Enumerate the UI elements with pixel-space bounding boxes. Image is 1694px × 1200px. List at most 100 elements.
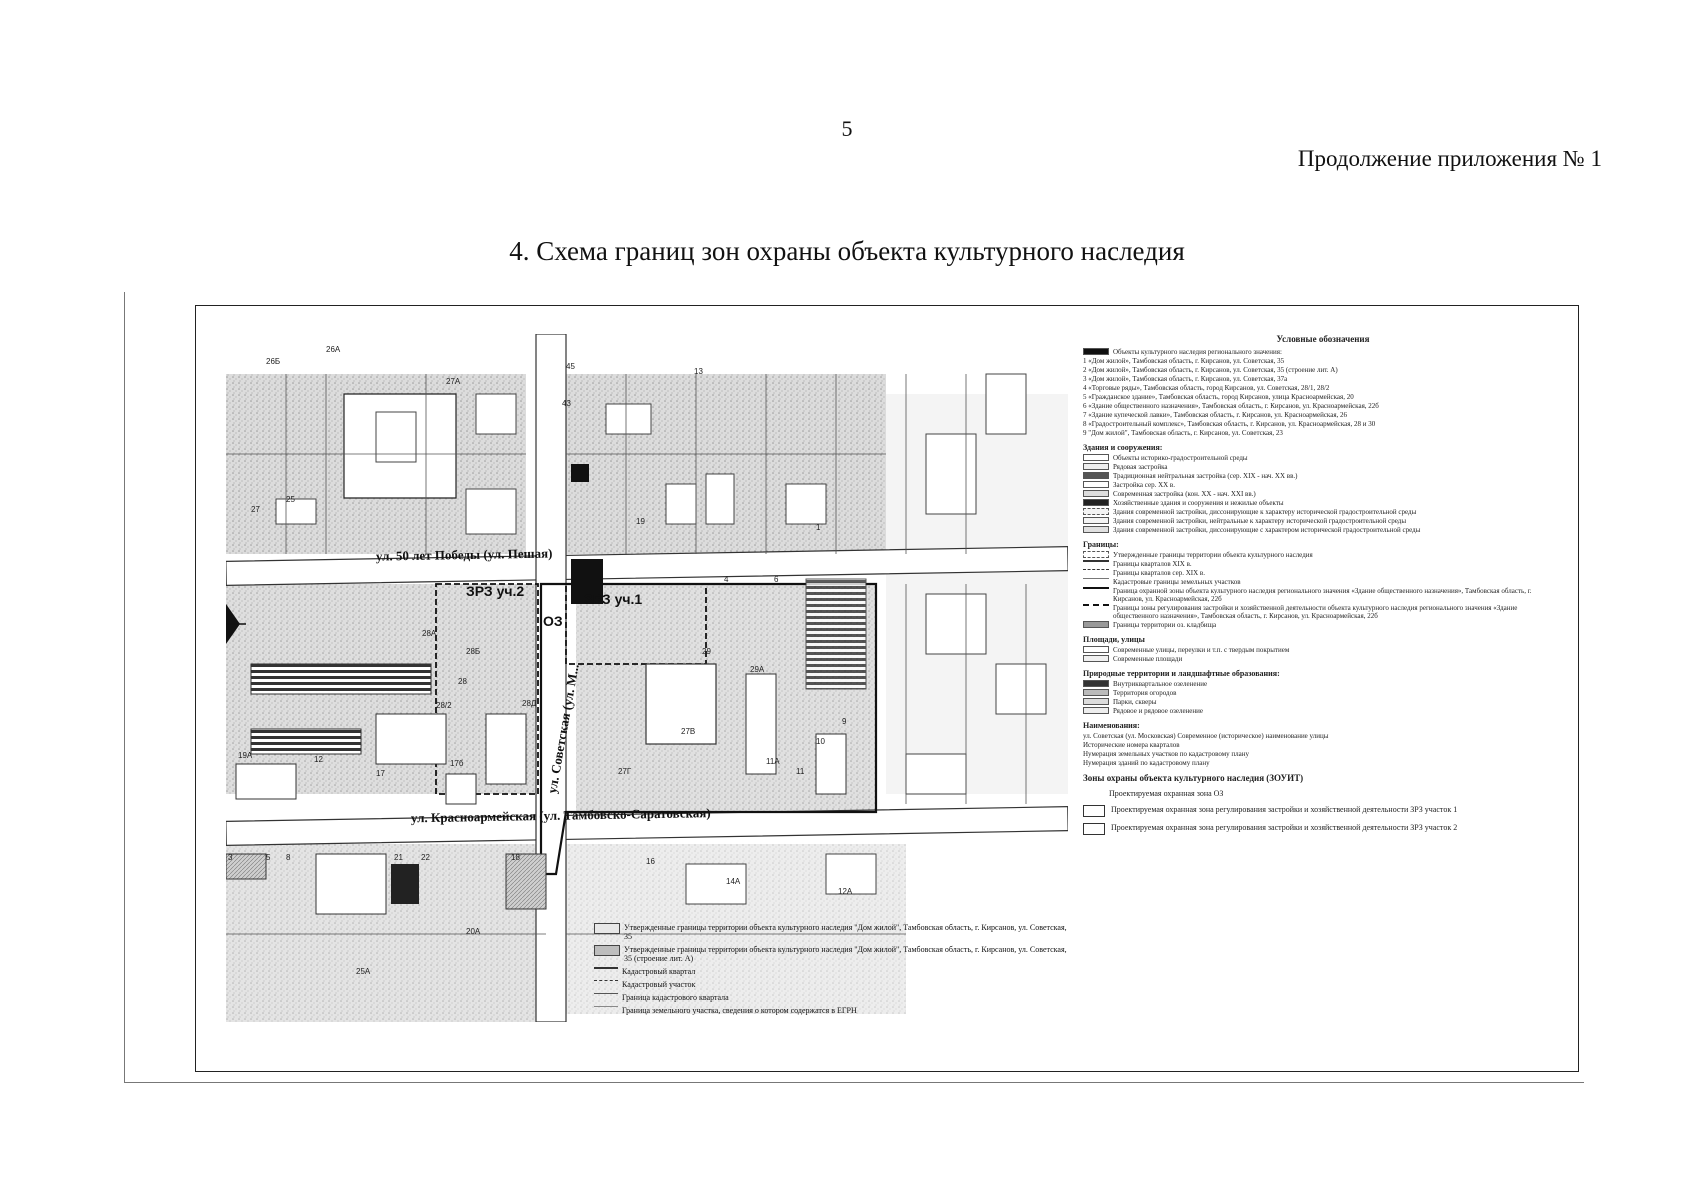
heritage-object-dark xyxy=(391,864,419,904)
building-rows xyxy=(805,578,867,690)
zone-label-zrz2: ЗРЗ уч.2 xyxy=(466,583,524,599)
parcel-number: 29А xyxy=(750,665,765,674)
legend-text: Хозяйственные здания и сооружения и нежи… xyxy=(1113,499,1284,507)
legend-item: Внутриквартальное озеленение xyxy=(1083,680,1563,688)
legend-item: Кадастровые границы земельных участков xyxy=(1083,578,1563,586)
legend-swatch xyxy=(1083,698,1109,705)
parcel-number: 11 xyxy=(796,767,805,776)
parcel-number: 19А xyxy=(238,751,253,760)
inset-legend-text: Кадастровый участок xyxy=(622,980,696,989)
legend-swatch xyxy=(1083,707,1109,714)
zone-map: ул. 50 лет Победы (ул. Пешая) ул. Красно… xyxy=(226,334,1068,1022)
legend-text: 2 «Дом жилой», Тамбовская область, г. Ки… xyxy=(1083,366,1338,374)
legend-heading: Природные территории и ландшафтные образ… xyxy=(1083,669,1280,678)
legend-item: Парки, скверы xyxy=(1083,698,1563,706)
inset-legend-item: Граница кадастрового квартала xyxy=(594,993,1074,1002)
building xyxy=(785,483,827,525)
legend-swatch xyxy=(1083,646,1109,653)
legend-text: Современные улицы, переулки и т.п. с тве… xyxy=(1113,646,1290,654)
map-canvas: ул. 50 лет Победы (ул. Пешая) ул. Красно… xyxy=(226,334,1068,1022)
legend-text: Рядовое и рядовое озеленение xyxy=(1113,707,1204,715)
legend-object: 6 «Здание общественного назначения», Там… xyxy=(1083,402,1563,410)
legend-text: 6 «Здание общественного назначения», Там… xyxy=(1083,402,1379,410)
building xyxy=(465,488,517,535)
parcel-number: 28А xyxy=(422,629,437,638)
parcel-number: 14А xyxy=(726,877,741,886)
legend-swatch xyxy=(1083,621,1109,628)
building xyxy=(235,763,297,800)
building xyxy=(605,403,652,435)
legend-text: 5 «Гражданское здание», Тамбовская облас… xyxy=(1083,393,1354,401)
building-rows xyxy=(250,663,432,695)
compass-icon xyxy=(226,604,246,644)
legend-text: Нумерация зданий по кадастровому плану xyxy=(1083,759,1210,767)
building xyxy=(925,433,977,515)
parcel-number: 27 xyxy=(251,505,260,514)
building xyxy=(815,733,847,795)
legend-text: Границы территории оз. кладбища xyxy=(1113,621,1217,629)
building xyxy=(685,863,747,905)
scheme-frame: ул. 50 лет Победы (ул. Пешая) ул. Красно… xyxy=(195,305,1579,1072)
legend-swatch xyxy=(1083,472,1109,479)
legend-swatch xyxy=(594,980,618,985)
legend-swatch xyxy=(1083,789,1103,799)
legend-object: 8 «Градостроительный комплекс», Тамбовск… xyxy=(1083,420,1563,428)
legend-item: Граница охранной зоны объекта культурног… xyxy=(1083,587,1563,603)
legend-item: Объекты историко-градостроительной среды xyxy=(1083,454,1563,462)
parcel-number: 1 xyxy=(816,523,821,532)
legend-heading: Наименования: xyxy=(1083,721,1140,730)
building xyxy=(275,498,317,525)
legend-item: Границы зоны регулирования застройки и х… xyxy=(1083,604,1563,620)
map-inset-legend: Утвержденные границы территории объекта … xyxy=(594,919,1074,1019)
legend-swatch xyxy=(1083,348,1109,355)
legend-text: Граница охранной зоны объекта культурног… xyxy=(1113,587,1532,603)
legend-item: Хозяйственные здания и сооружения и нежи… xyxy=(1083,499,1563,507)
parcel-number: 21 xyxy=(394,853,403,862)
legend-swatch xyxy=(1083,823,1105,835)
zoui-title: Зоны охраны объекта культурного наследия… xyxy=(1083,773,1304,783)
legend-text: 3 «Дом жилой», Тамбовская область, г. Ки… xyxy=(1083,375,1288,383)
inset-legend-text: Граница кадастрового квартала xyxy=(622,993,729,1002)
legend-item: Нумерация земельных участков по кадастро… xyxy=(1083,750,1563,758)
margin-line xyxy=(124,292,125,1082)
parcel-number: 43 xyxy=(562,399,571,408)
legend-heading: Площади, улицы xyxy=(1083,635,1145,644)
street-label-krasnoarmeyskaya: ул. Красноармейская (ул. Тамбовско-Сарат… xyxy=(411,805,711,825)
legend-swatch xyxy=(1083,578,1109,585)
zoui-item-zrz2: Проектируемая охранная зона регулировани… xyxy=(1083,823,1563,835)
parcel-number: 28/2 xyxy=(436,701,452,710)
building xyxy=(315,853,387,915)
zone-label-zrz1: ЗРЗ уч.1 xyxy=(584,591,642,607)
legend-swatch xyxy=(1083,526,1109,533)
legend-item: Здания современной застройки, диссонирую… xyxy=(1083,508,1563,516)
legend-text: Нумерация земельных участков по кадастро… xyxy=(1083,750,1249,758)
building xyxy=(745,673,777,775)
legend-swatch xyxy=(594,993,618,998)
building xyxy=(475,393,517,435)
legend-item: Современные улицы, переулки и т.п. с тве… xyxy=(1083,646,1563,654)
parcel-number: 28Б xyxy=(466,647,480,656)
legend-swatch xyxy=(1083,655,1109,662)
legend-item: Современные площади xyxy=(1083,655,1563,663)
parcel-lines xyxy=(226,374,1027,935)
parcel-number: 27Г xyxy=(618,767,632,776)
building xyxy=(985,373,1027,435)
legend-item: Нумерация зданий по кадастровому плану xyxy=(1083,759,1563,767)
zone-oz-border xyxy=(539,582,878,876)
parcel-number: 28 xyxy=(458,677,467,686)
building xyxy=(645,663,717,745)
legend-swatch xyxy=(1083,551,1109,558)
legend-text: 4 «Торговые ряды», Тамбовская область, г… xyxy=(1083,384,1330,392)
parcel-number: 3 xyxy=(228,853,233,862)
legend-text: Объекты историко-градостроительной среды xyxy=(1113,454,1248,462)
legend-swatch xyxy=(1083,517,1109,524)
street-pobedy xyxy=(226,546,1068,586)
legend-swatch xyxy=(594,945,620,956)
legend-text: Исторические номера кварталов xyxy=(1083,741,1180,749)
legend-item: Традиционная нейтральная застройка (сер.… xyxy=(1083,472,1563,480)
bottom-line xyxy=(124,1082,1584,1083)
legend-swatch xyxy=(1083,508,1109,515)
parcel-number: 18 xyxy=(511,853,520,862)
legend-text: Территория огородов xyxy=(1113,689,1177,697)
legend-text: Современная застройка (кон. XX - нач. XX… xyxy=(1113,490,1256,498)
